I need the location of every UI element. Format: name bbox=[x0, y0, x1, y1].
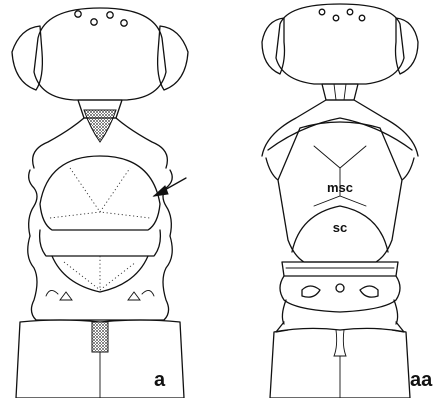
scutellum-label: sc bbox=[333, 220, 347, 235]
ocellus-icon bbox=[347, 9, 353, 15]
panel-aa-abdomen bbox=[270, 328, 410, 398]
panel-aa-head bbox=[262, 4, 418, 84]
panel-a-scutellum bbox=[40, 230, 161, 292]
ocellus-icon bbox=[107, 12, 113, 18]
propodeal-tubercle-icon bbox=[336, 284, 344, 292]
panel-aa-neck bbox=[322, 84, 358, 100]
ocellus-icon bbox=[91, 19, 97, 25]
panel-a-drawing bbox=[12, 8, 188, 398]
panel-a-metathorax bbox=[28, 236, 173, 320]
ocellus-icon bbox=[75, 11, 81, 17]
ocellus-icon bbox=[333, 15, 339, 21]
panel-aa-metathorax bbox=[276, 262, 404, 332]
panel-aa-label: aa bbox=[410, 369, 433, 391]
panel-a-scutum bbox=[40, 156, 160, 230]
ocellus-icon bbox=[359, 15, 365, 21]
panel-aa-drawing bbox=[262, 4, 418, 398]
panel-a-neck bbox=[78, 100, 122, 142]
mesoscutum-label: msc bbox=[327, 180, 353, 195]
panel-a-label: a bbox=[154, 369, 166, 391]
panel-a-arrow bbox=[154, 178, 186, 196]
ocellus-icon bbox=[121, 20, 127, 26]
ocellus-icon bbox=[319, 9, 325, 15]
panel-a-head bbox=[12, 8, 188, 100]
